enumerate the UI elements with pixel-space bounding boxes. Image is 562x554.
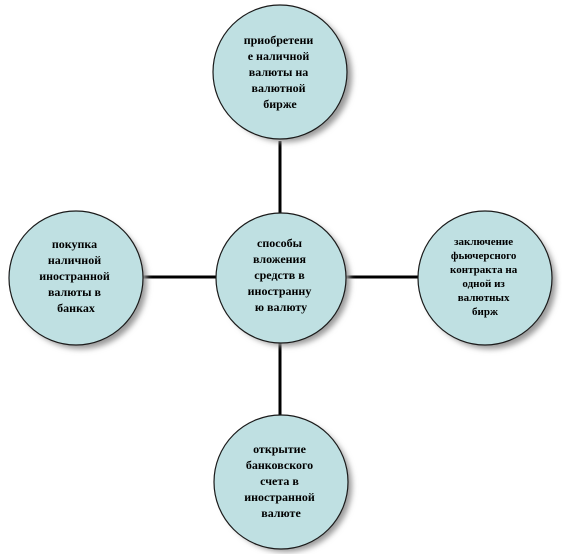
node-right-line: одной из — [462, 278, 505, 290]
node-right-circle — [417, 210, 553, 346]
node-bottom-line: счета в — [260, 474, 299, 488]
node-left: покупка наличной иностранной валюты в ба… — [8, 210, 147, 349]
node-right-line: бирж — [472, 306, 498, 318]
node-center-circle — [215, 212, 347, 344]
node-center-line: иностранну — [248, 284, 312, 298]
connectors — [143, 141, 419, 417]
node-left-line: банках — [57, 301, 95, 315]
node-center-label: способы вложения средств в иностранну ю … — [248, 236, 315, 314]
node-top-label: приобретени е наличной валюты на валютно… — [244, 33, 317, 111]
node-left-line: валюты в — [48, 285, 102, 299]
node-bottom-line: банковского — [246, 458, 313, 472]
node-left-label: покупка наличной иностранной валюты в ба… — [39, 237, 113, 315]
node-top-line: приобретени — [244, 33, 314, 47]
node-top-circle — [212, 4, 348, 140]
node-center-line: ю валюту — [255, 300, 307, 314]
node-top-line: валюты на — [249, 65, 309, 79]
node-right-line: фьючерсного — [451, 250, 517, 262]
node-center: способы вложения средств в иностранну ю … — [215, 212, 350, 346]
node-right: заключение фьючерсного контракта на одно… — [417, 210, 556, 349]
node-right-label: заключение фьючерсного контракта на одно… — [450, 236, 520, 318]
node-bottom-circle — [213, 414, 349, 550]
node-top-line: бирже — [263, 97, 297, 111]
node-right-line: контракта на — [450, 264, 518, 276]
node-top-line: валютной — [251, 81, 305, 95]
node-left-line: наличной — [48, 253, 101, 267]
node-right-line: заключение — [454, 236, 513, 248]
node-bottom-line: валюте — [261, 506, 301, 520]
node-bottom-label: открытие банковского счета в иностранной… — [244, 442, 318, 520]
node-center-line: средств в — [254, 268, 305, 282]
node-top: приобретени е наличной валюты на валютно… — [212, 4, 352, 142]
node-bottom: открытие банковского счета в иностранной… — [213, 414, 352, 552]
node-center-line: вложения — [253, 252, 306, 266]
node-bottom-line: открытие — [253, 442, 307, 456]
node-top-line: е наличной — [248, 49, 310, 63]
node-right-line: валютных — [458, 292, 510, 304]
node-left-circle — [8, 210, 144, 346]
node-center-line: способы — [257, 236, 303, 250]
node-left-line: иностранной — [39, 269, 110, 283]
node-bottom-line: иностранной — [244, 490, 315, 504]
node-left-line: покупка — [52, 237, 97, 251]
